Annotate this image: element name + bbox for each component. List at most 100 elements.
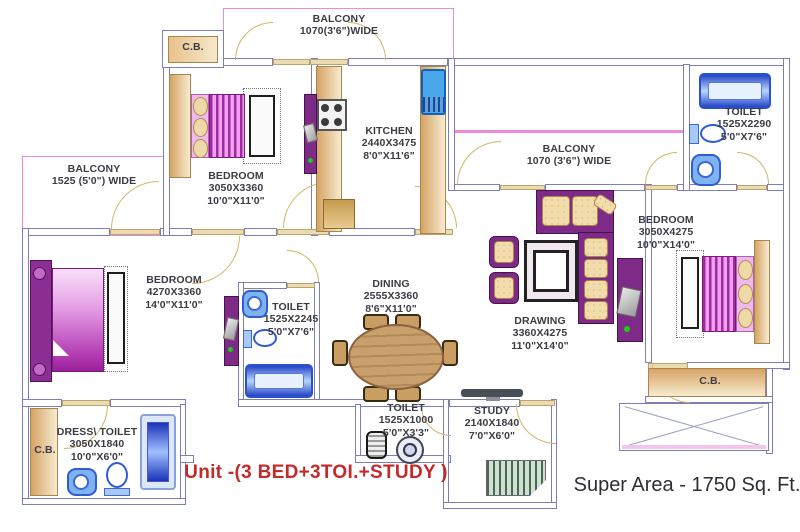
room-label-dining: DINING 2555X3360 8'6"X11'0" — [364, 278, 419, 315]
washbasin-bowl — [403, 443, 417, 457]
armchair-cushion — [494, 241, 514, 263]
bed-frame-icon — [249, 95, 275, 157]
dining-table-icon — [348, 324, 444, 390]
burner-icon — [334, 118, 342, 126]
room-name: DRESS\ TOILET — [56, 426, 138, 438]
room-dim-ft: 14'0"X11'0" — [145, 298, 203, 311]
door-arc — [645, 152, 677, 184]
room-name: TOILET — [725, 106, 763, 118]
washbasin-bowl — [73, 474, 89, 490]
pillow-icon — [738, 284, 753, 304]
sofa-cushion — [584, 238, 608, 257]
green-dot-icon — [308, 158, 313, 163]
room-name: C.B. — [699, 375, 721, 387]
stove-icon — [317, 99, 347, 131]
room-label-balcony-left: BALCONY 1525 (5'0") WIDE — [52, 163, 136, 188]
room-name: STUDY — [473, 405, 511, 417]
wall-segment — [443, 502, 557, 509]
wall-segment — [22, 498, 186, 505]
cupboard-icon — [30, 408, 58, 496]
green-dot-icon — [228, 347, 233, 352]
balcony-right-outline — [452, 130, 688, 133]
room-dim-ft: 5'0"X3'3" — [382, 426, 430, 439]
door-arc — [737, 152, 769, 184]
room-size: 1070(3'6")WIDE — [299, 25, 379, 38]
toilet-wc-icon — [689, 124, 699, 144]
room-label-bedroom-top: BEDROOM 3050X3360 10'0"X11'0" — [207, 170, 265, 207]
burner-icon — [334, 104, 342, 112]
wall-segment — [645, 396, 773, 403]
room-label-toilet-bottom: TOILET 1525X1000 5'0"X3'3" — [379, 402, 434, 439]
room-name: C.B. — [34, 444, 56, 456]
room-dim-ft: 10'0"X6'0" — [70, 450, 124, 463]
dining-chair-icon — [332, 340, 348, 366]
room-name: BEDROOM — [208, 170, 264, 182]
room-dim-mm: 2140X1840 — [464, 417, 520, 430]
wall-segment — [783, 58, 790, 370]
sink-drainboard-icon — [423, 97, 444, 112]
pillow-icon — [738, 260, 753, 280]
wall-segment — [355, 404, 361, 462]
double-bed-icon — [702, 256, 736, 332]
room-dim-mm: 3360X4275 — [512, 327, 568, 340]
room-name: DINING — [372, 278, 410, 290]
room-dim-mm: 3050X1840 — [69, 438, 125, 451]
room-name: BALCONY — [67, 163, 121, 175]
room-label-dress-toilet: DRESS\ TOILET 3050X1840 10'0"X6'0" — [57, 426, 137, 463]
room-label-balcony-top: BALCONY 1070(3'6")WIDE — [300, 13, 378, 38]
wall-segment — [448, 58, 455, 191]
toilet-wc-icon — [700, 124, 726, 143]
sofa-cushion — [584, 280, 608, 299]
door-threshold — [310, 59, 348, 65]
room-name: DRAWING — [514, 315, 566, 327]
room-dim-ft: 5'0"X7'6" — [720, 130, 768, 143]
room-label-kitchen: KITCHEN 2440X3475 8'0"X11'6" — [362, 125, 417, 162]
room-dim-mm: 1525X2290 — [716, 118, 772, 131]
shower-tub-inner — [147, 422, 169, 482]
room-dim-ft: 10'0"X11'0" — [207, 194, 265, 207]
bathtub-inner — [708, 82, 762, 100]
room-size: 1070 (3'6") WIDE — [526, 155, 612, 168]
washbasin-bowl — [247, 296, 262, 311]
bed-headboard-icon — [30, 260, 52, 382]
room-dim-ft: 5'0"X7'6" — [267, 325, 315, 338]
door-threshold — [645, 185, 677, 190]
door-threshold — [192, 229, 244, 235]
wall-segment — [238, 282, 287, 289]
room-label-cb-right: C.B. — [699, 375, 720, 387]
room-dim-ft: 8'6"X11'0" — [365, 302, 417, 315]
wardrobe-icon — [169, 74, 191, 178]
pillow-icon — [193, 118, 208, 137]
shaft-pink-strip — [622, 445, 766, 449]
wall-segment — [449, 399, 520, 407]
cupboard-icon — [648, 368, 766, 397]
washbasin-bowl — [697, 161, 714, 178]
toilet-wc-icon — [243, 330, 252, 348]
bed-frame-icon — [107, 272, 125, 364]
toilet-wc-icon — [253, 329, 277, 347]
room-label-toilet-mid: TOILET 1525X2245 5'0"X7'6" — [264, 301, 319, 338]
green-dot-icon — [624, 326, 630, 332]
room-label-cb-top: C.B. — [182, 41, 203, 53]
door-threshold — [287, 283, 315, 288]
wall-segment — [110, 399, 186, 407]
unit-description-text: Unit -(3 BED+3TOI.+STUDY ) — [184, 462, 448, 483]
room-name: BEDROOM — [146, 274, 202, 286]
shaft-box — [619, 403, 769, 451]
room-name: TOILET — [387, 402, 425, 414]
room-label-bedroom-left: BEDROOM 4270X3360 14'0"X11'0" — [145, 274, 203, 311]
room-label-drawing: DRAWING 3360X4275 11'0"X14'0" — [511, 315, 569, 352]
room-dim-mm: 1525X1000 — [378, 414, 434, 427]
wall-segment — [449, 184, 500, 191]
wardrobe-icon — [754, 240, 770, 344]
bed-sheet-fold — [53, 340, 69, 356]
room-label-toilet-right: TOILET 1525X2290 5'0"X7'6" — [717, 106, 772, 143]
double-bed-icon — [209, 94, 245, 158]
tv-shelf-icon — [461, 389, 523, 397]
double-bed-icon — [52, 268, 104, 372]
toilet-wc-icon — [106, 462, 128, 488]
bed-frame-icon — [681, 257, 699, 329]
pillow-icon — [738, 308, 753, 328]
room-dim-ft: 10'0"X14'0" — [636, 238, 696, 251]
